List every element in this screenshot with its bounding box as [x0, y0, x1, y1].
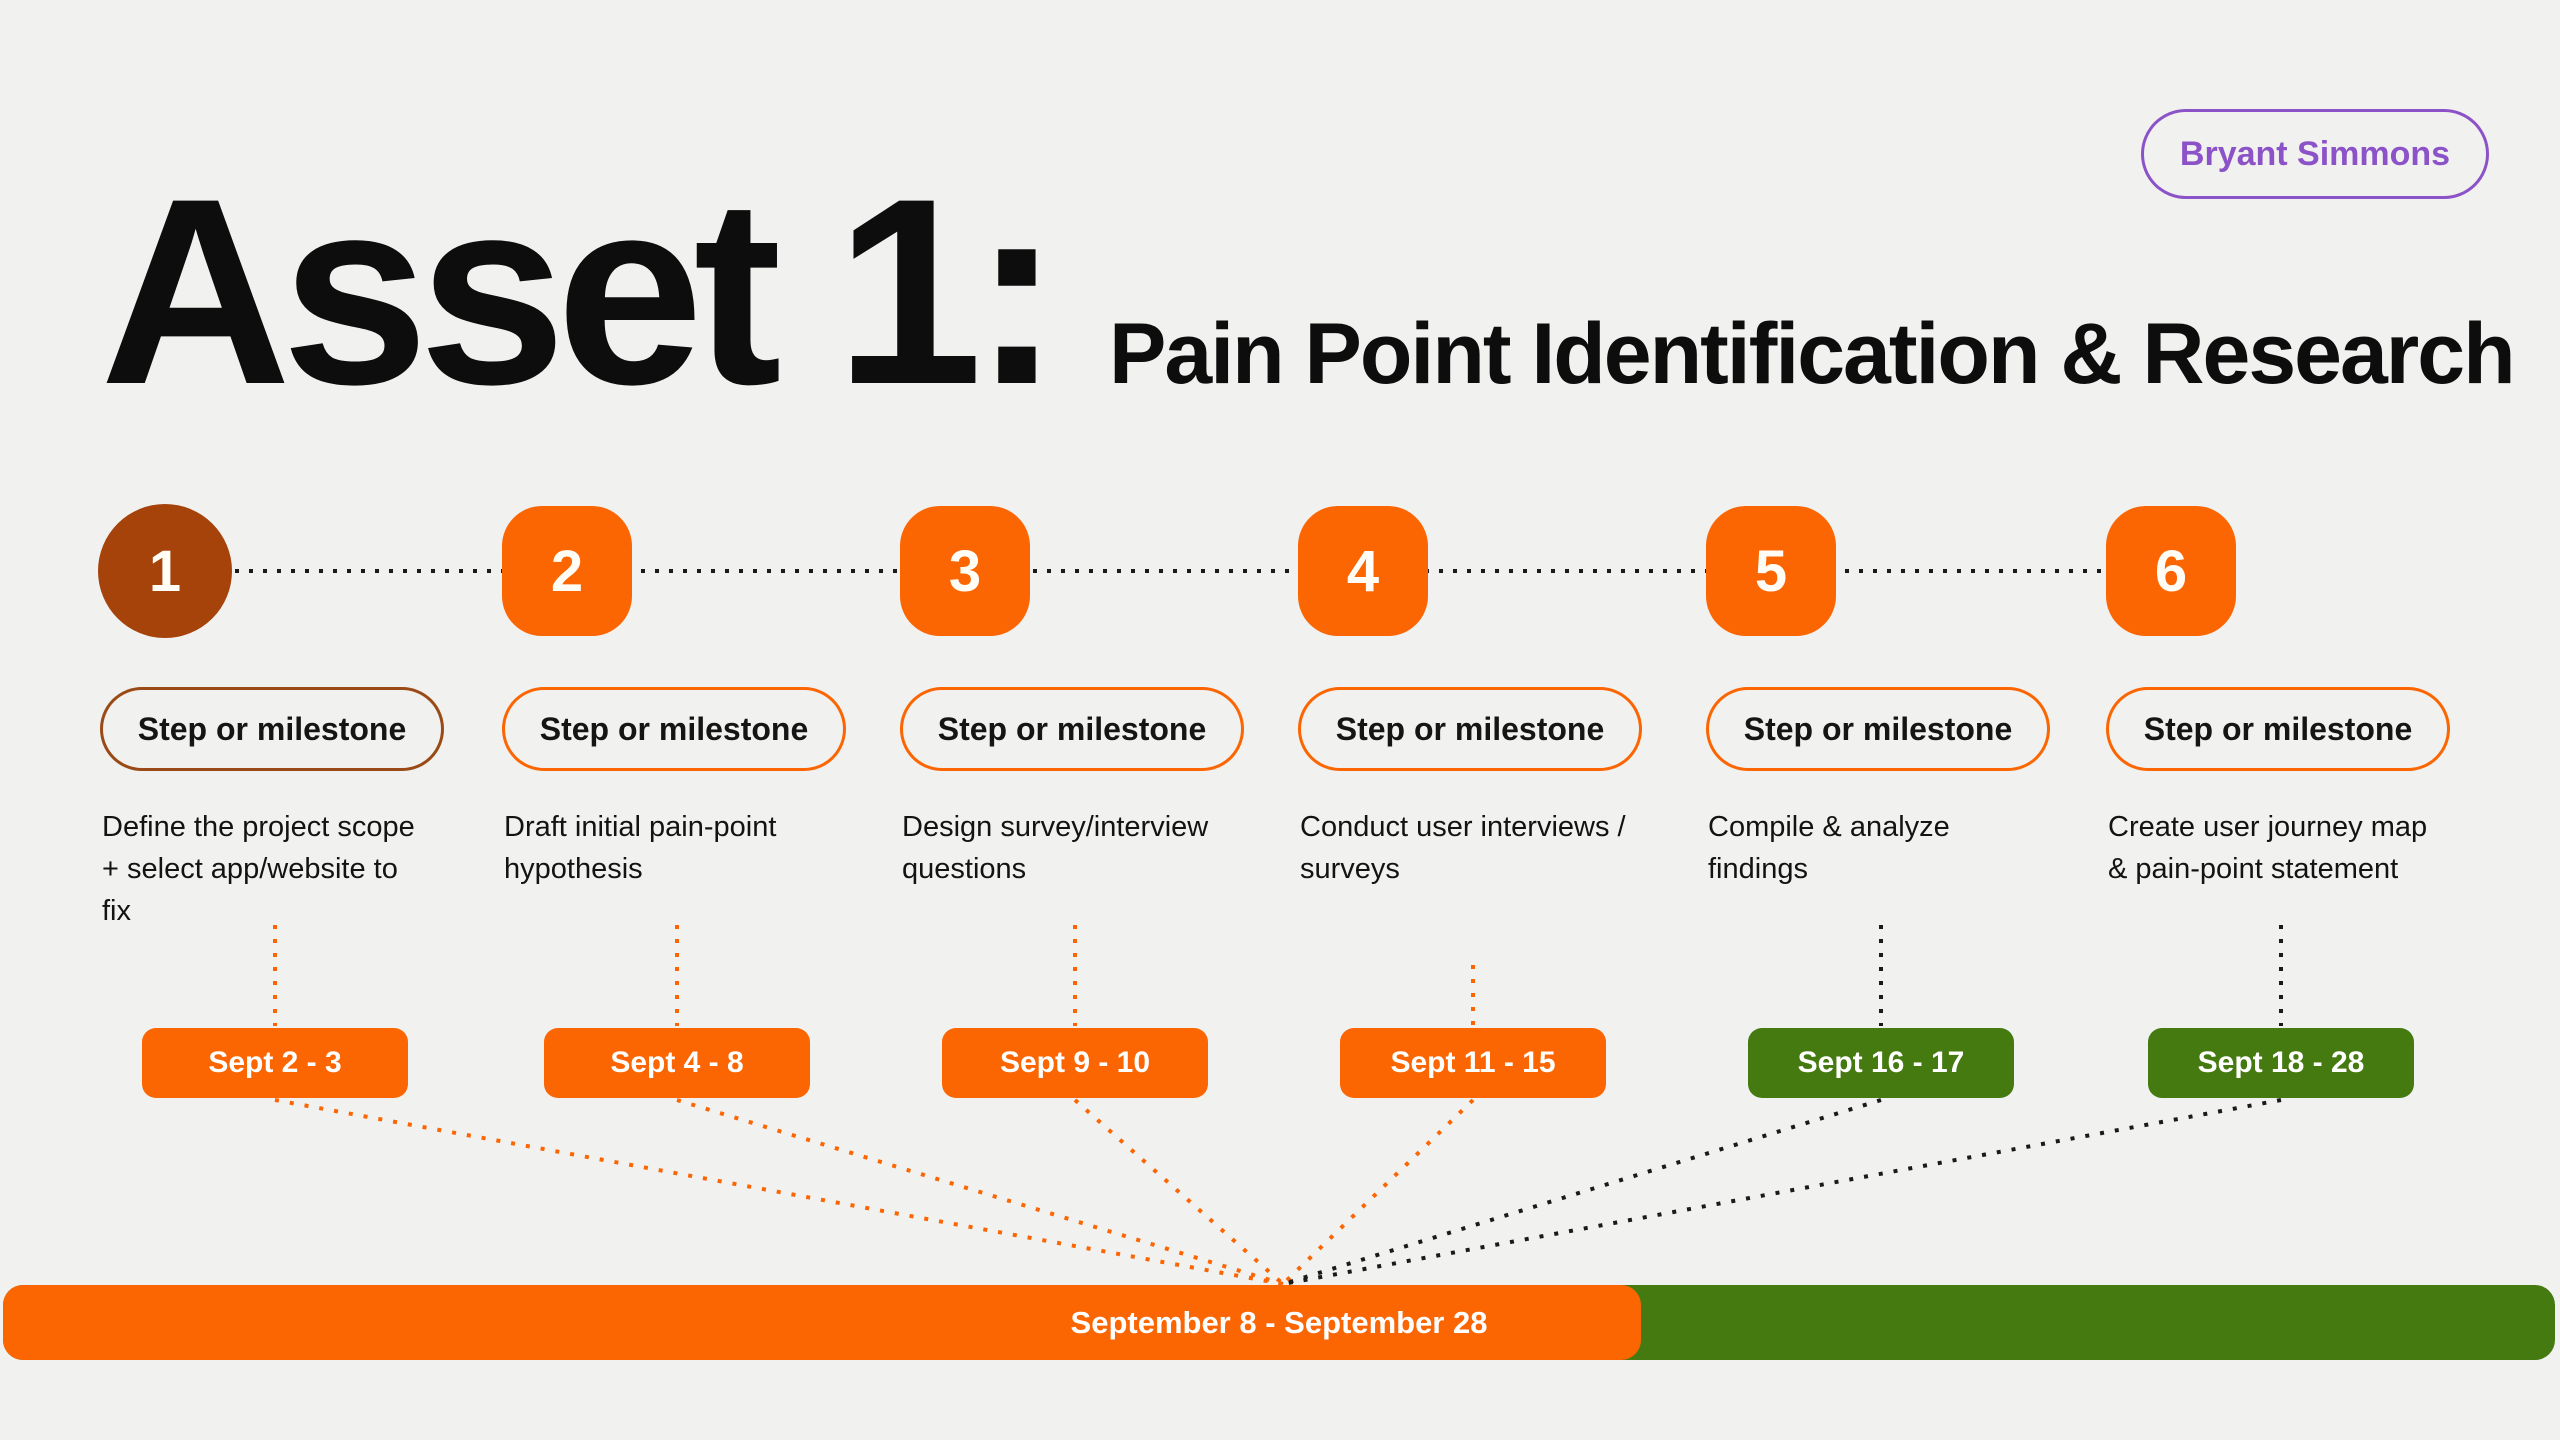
timeline-bar-label: September 8 - September 28: [1070, 1304, 1488, 1340]
step-column-4: 4 Step or milestone Conduct user intervi…: [1298, 0, 1648, 1440]
step-description: Create user journey map & pain-point sta…: [2108, 811, 2428, 886]
page-title: Asset 1:: [100, 144, 1061, 440]
page-subtitle: Pain Point Identification & Research: [1109, 306, 2516, 402]
step-pill[interactable]: Step or milestone: [502, 687, 846, 771]
step-number-chip[interactable]: 2: [502, 506, 632, 636]
step-description: Draft initial pain-point hypothesis: [504, 811, 777, 886]
step-number-chip[interactable]: 6: [2106, 506, 2236, 636]
step-pill[interactable]: Step or milestone: [1706, 687, 2050, 771]
step-description: Design survey/interview questions: [902, 811, 1209, 886]
step-pill[interactable]: Step or milestone: [1298, 687, 1642, 771]
step-number-chip[interactable]: 3: [900, 506, 1030, 636]
date-badge[interactable]: Sept 2 - 3: [142, 1028, 408, 1098]
step-description: Compile & analyze findings: [1708, 811, 1950, 886]
timeline-bar-orange-segment: [3, 1285, 1642, 1360]
date-badge[interactable]: Sept 11 - 15: [1340, 1028, 1606, 1098]
date-badge[interactable]: Sept 4 - 8: [544, 1028, 810, 1098]
step-pill[interactable]: Step or milestone: [2106, 687, 2450, 771]
step-column-3: 3 Step or milestone Design survey/interv…: [900, 0, 1250, 1440]
step-description: Conduct user interviews / surveys: [1300, 811, 1626, 886]
step-column-6: 6 Step or milestone Create user journey …: [2106, 0, 2456, 1440]
step-description: Define the project scope + select app/we…: [102, 811, 415, 928]
step-number-chip[interactable]: 1: [98, 504, 232, 638]
step-column-1: 1 Step or milestone Define the project s…: [98, 0, 450, 1440]
date-badge[interactable]: Sept 16 - 17: [1748, 1028, 2014, 1098]
step-number-chip[interactable]: 5: [1706, 506, 1836, 636]
step-column-5: 5 Step or milestone Compile & analyze fi…: [1706, 0, 2056, 1440]
timeline-bar[interactable]: September 8 - September 28: [3, 1285, 2555, 1360]
profile-badge-label: Bryant Simmons: [2179, 134, 2451, 173]
step-column-2: 2 Step or milestone Draft initial pain-p…: [502, 0, 852, 1440]
profile-badge[interactable]: Bryant Simmons: [2141, 109, 2489, 199]
step-pill[interactable]: Step or milestone: [900, 687, 1244, 771]
header: Asset 1: Pain Point Identification & Res…: [100, 144, 2516, 440]
step-number-chip[interactable]: 4: [1298, 506, 1428, 636]
date-badge[interactable]: Sept 9 - 10: [942, 1028, 1208, 1098]
step-pill[interactable]: Step or milestone: [100, 687, 444, 771]
date-badge[interactable]: Sept 18 - 28: [2148, 1028, 2414, 1098]
